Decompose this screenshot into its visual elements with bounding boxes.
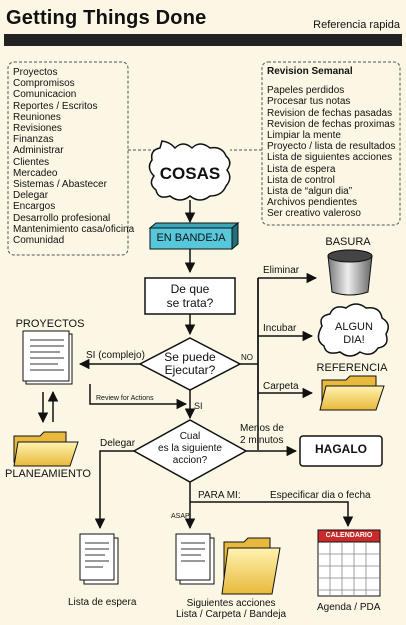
category-item: Desarrollo profesional [13,212,111,224]
category-item: Clientes [13,156,50,168]
para-mi-label: PARA MI: [198,490,241,501]
page-subtitle: Referencia rapida [313,19,400,31]
carpeta-label: Carpeta [263,381,299,392]
category-item: Administrar [13,145,64,157]
header-rule [4,34,402,46]
especificar-label: Especificar dia o fecha [270,490,371,501]
page-title: Getting Things Done [6,7,207,29]
category-item: Reuniones [13,111,61,123]
review-item: Limpiar la mente [267,130,341,142]
lista-espera-doc-icon [79,533,119,585]
weekly-review-box [261,61,401,226]
category-item: Mantenimiento casa/oficina [13,223,135,235]
categories-list: Proyectos Compromisos Comunicacion Repor… [13,67,134,246]
category-item: Delegar [13,190,49,202]
review-item: Revision de fechas proximas [267,118,395,130]
category-item: Comunidad [13,235,65,247]
planeamiento-label: PLANEAMIENTO [5,468,91,480]
hagalo-label: HAGALO [315,442,367,456]
referencia-folder-icon [319,375,385,411]
delegar-label: Delegar [100,438,136,449]
referencia-label: REFERENCIA [316,362,388,374]
category-item: Comunicacion [13,89,77,101]
category-item: Proyectos [13,67,58,78]
siguientes-acciones-icon [175,533,281,595]
review-item: Lista de “algun dia” [267,186,353,198]
no-label: NO [241,353,253,362]
hagalo-box [299,435,383,467]
algun-dia-cloud [317,303,389,357]
category-item: Finanzas [13,134,54,146]
review-label: Review for Actions [96,395,154,402]
category-item: Mercadeo [13,167,58,179]
weekly-review-list: Revision Semanal Papeles perdidos Proces… [267,66,395,220]
review-item: Revision de fechas pasadas [267,107,393,119]
review-item: Lista de control [267,174,335,186]
review-item: Proyecto / lista de resultados [267,141,396,153]
review-item: Archivos pendientes [267,197,358,209]
weekly-review-title: Revision Semanal [267,66,353,77]
categories-box [7,61,129,256]
basura-trash-icon [327,249,373,296]
review-item: Lista de espera [267,163,336,175]
header: Getting Things Done Referencia rapida [0,0,406,34]
category-item: Reportes / Escritos [13,100,98,112]
cosas-label: COSAS [159,164,221,183]
lista-espera-label: Lista de espera [68,597,137,608]
calendario-label: CALENDARIO [325,532,373,539]
basura-label: BASURA [325,236,371,248]
calendario-icon [317,529,381,597]
incubar-label: Incubar [263,323,297,334]
proyectos-clipboard-icon [22,330,73,385]
review-item: Papeles perdidos [267,85,345,97]
review-item: Ser creativo valeroso [267,208,361,220]
bandeja-label: EN BANDEJA [156,232,226,244]
cosas-cloud [148,140,231,201]
eliminar-label: Eliminar [263,265,300,276]
planeamiento-folder-icon [13,431,79,467]
review-item: Lista de siguientes acciones [267,152,393,164]
bandeja-box [149,227,233,250]
category-item: Revisiones [13,123,62,135]
category-item: Compromisos [13,78,75,90]
asap-label: ASAP [171,513,190,520]
si-complejo-label: SI (complejo) [86,350,145,361]
review-item: Procesar tus notas [267,96,351,108]
category-item: Sistemas / Abastecer [13,179,107,191]
si-label: SI [194,401,203,411]
agenda-label: Agenda / PDA [317,602,381,613]
category-item: Encargos [13,201,56,213]
proyectos-label: PROYECTOS [15,318,85,330]
